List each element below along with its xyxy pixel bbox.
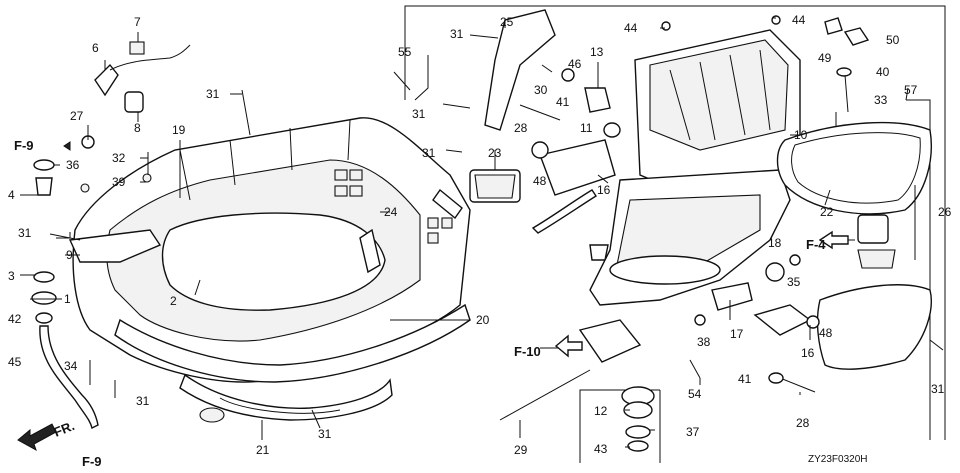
callout-50: 50 <box>886 33 900 47</box>
callout-2: 2 <box>170 294 177 308</box>
callout-57: 57 <box>904 83 918 97</box>
left-small-parts <box>31 41 191 430</box>
callout-31: 31 <box>450 27 464 41</box>
callout-31: 31 <box>412 107 426 121</box>
callout-41: 41 <box>738 372 752 386</box>
callout-31: 31 <box>318 427 332 441</box>
diagram-code: ZY23F0320H <box>808 454 867 465</box>
callout-7: 7 <box>134 15 141 29</box>
callout-35: 35 <box>787 275 801 289</box>
callout-49: 49 <box>818 51 832 65</box>
callout-34: 34 <box>64 359 78 373</box>
callout-19: 19 <box>172 123 186 137</box>
callout-8: 8 <box>134 121 141 135</box>
callout-6: 6 <box>92 41 99 55</box>
callout-24: 24 <box>384 205 398 219</box>
callout-55: 55 <box>398 45 412 59</box>
callout-10: 10 <box>794 128 808 142</box>
callout-31: 31 <box>422 146 436 160</box>
callout-20: 20 <box>476 313 490 327</box>
center-brackets <box>469 9 621 261</box>
callout-16: 16 <box>801 346 815 360</box>
callout-42: 42 <box>8 312 22 326</box>
callout-31: 31 <box>136 394 150 408</box>
callout-39: 39 <box>112 175 126 189</box>
extension-case <box>589 15 801 306</box>
callout-44: 44 <box>624 21 638 35</box>
callout-32: 32 <box>112 151 126 165</box>
reference-f-9: F-9 <box>82 454 102 469</box>
reference-f-4: F-4 <box>806 237 826 252</box>
callout-18: 18 <box>768 236 782 250</box>
callout-38: 38 <box>697 335 711 349</box>
front-direction-arrow: FR. <box>17 418 77 452</box>
callout-1: 1 <box>64 292 71 306</box>
callout-13: 13 <box>590 45 604 59</box>
callout-40: 40 <box>876 65 890 79</box>
callout-36: 36 <box>66 158 80 172</box>
callout-28: 28 <box>796 416 810 430</box>
callout-11: 11 <box>580 121 593 135</box>
reference-f-10: F-10 <box>514 344 541 359</box>
callout-28: 28 <box>514 121 528 135</box>
callout-27: 27 <box>70 109 84 123</box>
right-parts <box>578 17 932 452</box>
callout-44: 44 <box>792 13 806 27</box>
bolts <box>49 34 944 429</box>
lower-cover-pan <box>72 117 471 423</box>
callout-22: 22 <box>820 205 834 219</box>
callout-48: 48 <box>819 326 833 340</box>
callout-9: 9 <box>66 248 73 262</box>
callout-54: 54 <box>688 387 702 401</box>
callout-29: 29 <box>514 443 528 457</box>
callout-17: 17 <box>730 327 744 341</box>
callout-31: 31 <box>18 226 32 240</box>
callout-3: 3 <box>8 269 15 283</box>
callout-37: 37 <box>686 425 700 439</box>
reference-f-9: F-9 <box>14 138 34 153</box>
callout-48: 48 <box>533 174 547 188</box>
callout-33: 33 <box>874 93 888 107</box>
callout-45: 45 <box>8 355 22 369</box>
callout-41: 41 <box>556 95 570 109</box>
callout-4: 4 <box>8 188 15 202</box>
callout-21: 21 <box>256 443 270 457</box>
callout-12: 12 <box>594 404 608 418</box>
reference-arrows <box>63 141 849 358</box>
callout-30: 30 <box>534 83 548 97</box>
callout-25: 25 <box>500 15 514 29</box>
callout-16: 16 <box>597 183 611 197</box>
callout-46: 46 <box>568 57 582 71</box>
front-direction-label: FR. <box>52 418 77 440</box>
callout-31: 31 <box>206 87 220 101</box>
callout-43: 43 <box>594 442 608 456</box>
callout-26: 26 <box>938 205 952 219</box>
callout-31: 31 <box>931 382 945 396</box>
callout-23: 23 <box>488 146 502 160</box>
